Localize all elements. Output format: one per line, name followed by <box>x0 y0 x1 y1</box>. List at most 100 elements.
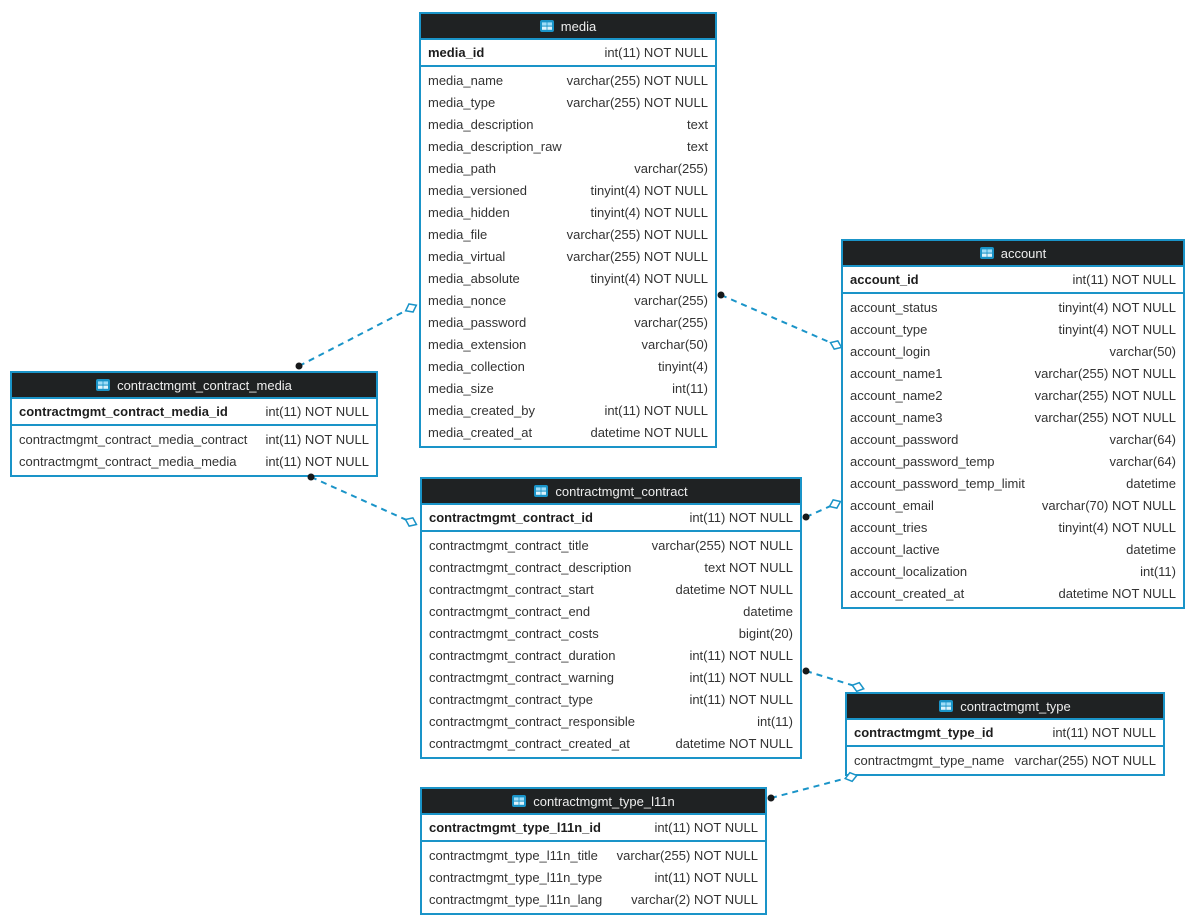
field-name: contractmgmt_contract_end <box>429 603 591 619</box>
field-name: contractmgmt_contract_media_media <box>19 453 237 469</box>
field-type: datetime NOT NULL <box>1058 585 1176 601</box>
relationship-contractmgmt_contract-to-contractmgmt_type[interactable] <box>802 667 865 693</box>
field-type: varchar(255) <box>634 292 708 308</box>
field-type: datetime NOT NULL <box>675 581 793 597</box>
table-title: contractmgmt_type <box>960 698 1071 714</box>
table-header-contractmgmt_contract_media[interactable]: contractmgmt_contract_media <box>12 373 376 399</box>
field-type: varchar(50) <box>1109 343 1176 359</box>
field-type: int(11) <box>672 380 708 396</box>
relationship-dot-endpoint <box>295 362 303 370</box>
relationship-diamond-endpoint <box>828 499 842 509</box>
table-header-contractmgmt_contract[interactable]: contractmgmt_contract <box>422 479 800 505</box>
table-header-media[interactable]: media <box>421 14 715 40</box>
table-header-contractmgmt_type_l11n[interactable]: contractmgmt_type_l11n <box>422 789 765 815</box>
relationship-dot-endpoint <box>802 667 810 675</box>
field-row[interactable]: account_name3 varchar(255) NOT NULL <box>843 406 1183 428</box>
field-name: media_path <box>428 160 496 176</box>
field-type: varchar(255) NOT NULL <box>1034 409 1176 425</box>
relationship-contractmgmt_contract-to-account[interactable] <box>802 499 842 521</box>
relationship-contractmgmt_contract_media-to-contractmgmt_contract[interactable] <box>307 473 418 527</box>
field-name: media_hidden <box>428 204 510 220</box>
relationship-contractmgmt_type_l11n-to-contractmgmt_type[interactable] <box>767 771 859 802</box>
field-name: contractmgmt_contract_created_at <box>429 735 630 751</box>
field-row[interactable]: contractmgmt_contract_start datetime NOT … <box>422 578 800 600</box>
relationship-media-to-account[interactable] <box>717 291 843 350</box>
primary-key-name: contractmgmt_type_id <box>854 725 994 740</box>
field-name: contractmgmt_contract_warning <box>429 669 614 685</box>
field-row[interactable]: contractmgmt_contract_responsible int(11) <box>422 710 800 732</box>
table-header-contractmgmt_type[interactable]: contractmgmt_type <box>847 694 1163 720</box>
field-type: varchar(255) NOT NULL <box>651 537 793 553</box>
relationship-contractmgmt_contract_media-to-media[interactable] <box>295 303 418 370</box>
table-header-account[interactable]: account <box>843 241 1183 267</box>
field-name: account_name3 <box>850 409 943 425</box>
field-name: contractmgmt_contract_start <box>429 581 594 597</box>
field-name: contractmgmt_contract_responsible <box>429 713 635 729</box>
field-type: int(11) <box>757 713 793 729</box>
field-type: varchar(255) NOT NULL <box>566 72 708 88</box>
field-type: int(11) NOT NULL <box>654 869 758 885</box>
field-type: tinyint(4) NOT NULL <box>1058 321 1176 337</box>
primary-key-type: int(11) NOT NULL <box>265 404 369 419</box>
field-type: datetime NOT NULL <box>590 424 708 440</box>
relationship-dot-endpoint <box>767 794 775 802</box>
